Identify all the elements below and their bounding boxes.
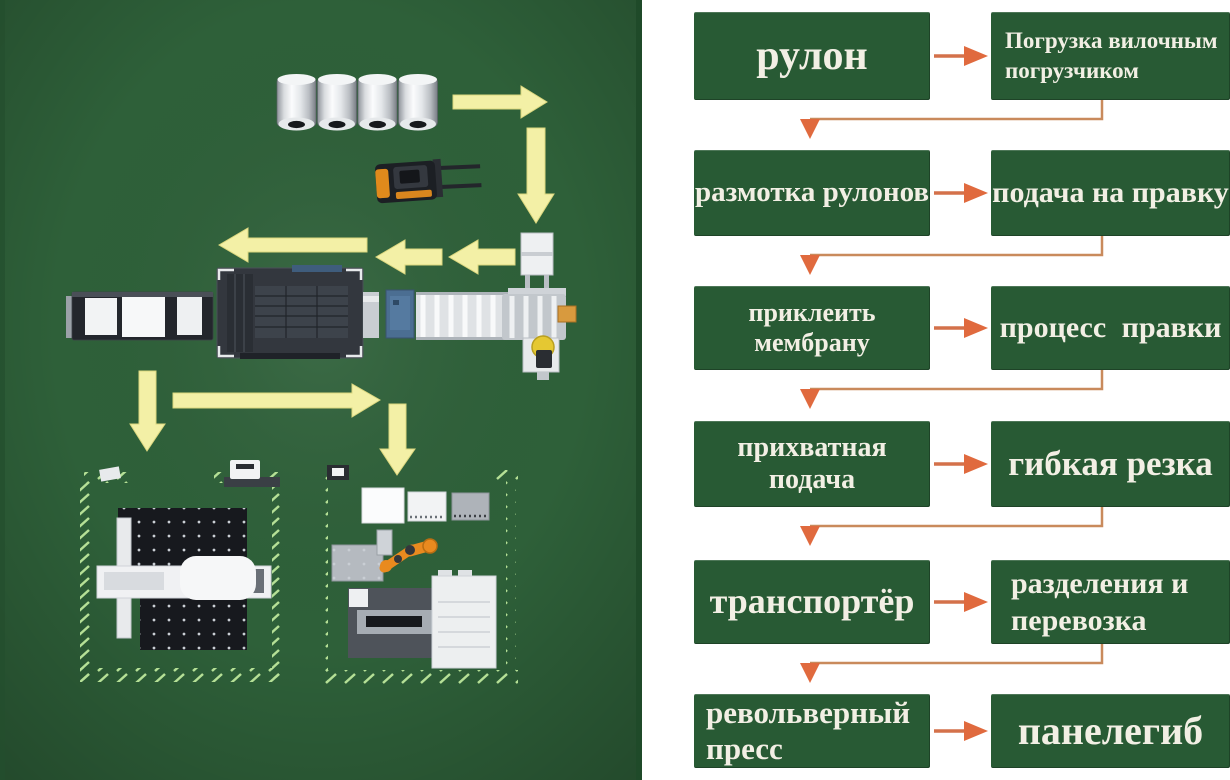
tool-panel [118, 508, 247, 650]
elbow-connector-down-icon [800, 100, 1104, 139]
work-cell-fence [318, 470, 518, 684]
flow-arrow-down-icon [517, 127, 555, 224]
flow-step-turret-press: револьверный пресс [694, 694, 930, 768]
step-arrow-right-icon [934, 46, 988, 66]
flow-arrows [129, 85, 555, 476]
flow-arrow-left-icon [448, 239, 516, 275]
loading-conveyor [66, 291, 214, 341]
flow-step-transporter: транспортёр [694, 560, 930, 644]
flow-step-coil: рулон [694, 12, 930, 100]
flow-step-feed-to-leveling: подача на правку [991, 150, 1230, 236]
flow-step-panel-bender: панелегиб [991, 694, 1230, 768]
punched-sheet [451, 492, 490, 521]
roller-conveyor [416, 292, 508, 340]
steel-coil-icon [276, 74, 317, 131]
flow-step-leveling-process: процесс правки [991, 286, 1230, 370]
elbow-connector-down-icon [800, 370, 1104, 409]
panel-bender-machine [348, 570, 497, 669]
step-arrow-right-icon [934, 183, 988, 203]
flow-arrow-right-icon [172, 383, 381, 418]
step-arrow-right-icon [934, 592, 988, 612]
forklift-icon [375, 158, 482, 204]
flow-step-flexible-cutting: гибкая резка [991, 421, 1230, 507]
steel-coil-stack [276, 74, 438, 131]
steel-coil-icon [398, 74, 438, 131]
elbow-connector-down-icon [800, 644, 1104, 683]
steel-coil-icon [357, 74, 398, 131]
flow-step-clamp-feed: прихватная подача [694, 421, 930, 507]
decoiler-machine [502, 232, 577, 380]
sheet-blank [99, 466, 121, 482]
factory-layout-panel [0, 0, 642, 780]
punch-laser-machine [216, 265, 364, 359]
steel-coil-icon [317, 74, 357, 131]
elbow-connector-down-icon [800, 507, 1104, 546]
robot-arm-icon [376, 529, 438, 573]
flow-arrow-left-icon [375, 239, 443, 275]
factory-layout-illustration [0, 0, 642, 780]
printer-station [224, 460, 280, 487]
flow-step-apply-membrane: приклеить мембрану [694, 286, 930, 370]
flow-step-forklift-loading: Погрузка вилочным погрузчиком [991, 12, 1230, 100]
work-cell-right [318, 465, 518, 684]
line-connector [363, 292, 379, 338]
flow-arrow-down-icon [379, 403, 416, 476]
production-line [66, 232, 577, 380]
step-arrow-right-icon [934, 454, 988, 474]
punched-sheet [407, 491, 447, 522]
elbow-connector-down-icon [800, 236, 1104, 275]
work-cell-left [80, 460, 286, 682]
panel-bender-machine [96, 517, 272, 639]
step-arrow-right-icon [934, 721, 988, 741]
step-arrow-right-icon [934, 318, 988, 338]
flow-step-uncoiling: размотка рулонов [694, 150, 930, 236]
flow-arrow-left-icon [218, 227, 368, 263]
flow-arrow-down-icon [129, 370, 166, 452]
control-monitor [327, 465, 349, 480]
flow-step-separation: разделения и перевозка [991, 560, 1230, 644]
sheet-blank [361, 487, 405, 524]
corner-brackets [217, 268, 363, 358]
flow-arrow-right-icon [452, 85, 548, 119]
blue-cabinet [385, 289, 415, 339]
perforated-sheet [331, 544, 384, 582]
